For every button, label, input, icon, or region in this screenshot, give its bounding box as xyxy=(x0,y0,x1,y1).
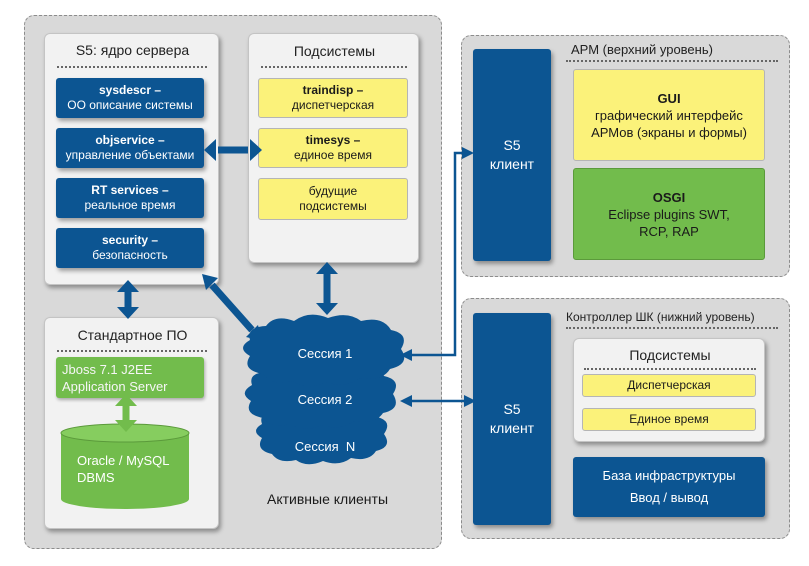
infrastructure-label: База инфраструктуры Ввод / вывод xyxy=(602,468,736,505)
module-name: RT services – xyxy=(91,183,169,197)
module-desc: ОО описание системы xyxy=(67,98,193,112)
arm-title: АРМ (верхний уровень) xyxy=(571,42,713,57)
subsystems-sessions-arrow xyxy=(316,262,338,315)
server-core-title: S5: ядро сервера xyxy=(75,42,190,58)
module-name: sysdescr – xyxy=(98,83,162,97)
controller-title: Контроллер ШК (нижний уровень) xyxy=(566,310,755,324)
core-standard-arrow xyxy=(117,280,139,319)
session-1-label: Сессия 1 xyxy=(297,346,353,361)
subsystem-name: timesys – xyxy=(305,133,361,147)
title-divider xyxy=(57,350,207,352)
session-n-label: Сессия N xyxy=(294,439,356,454)
subsystems-title: Подсистемы xyxy=(293,43,376,59)
app-server-label: Jboss 7.1 J2EE Application Server xyxy=(62,361,168,394)
subsystem-timesys: timesys – единое время xyxy=(258,128,408,168)
module-sysdescr: sysdescr – ОО описание системы xyxy=(56,78,204,118)
session2-controller-arrow xyxy=(400,395,476,407)
arm-client-label: S5 клиент xyxy=(489,137,535,172)
osgi-title: OSGI xyxy=(652,189,686,205)
arm-title-divider xyxy=(566,60,778,62)
controller-subsystem-time: Единое время xyxy=(582,408,756,431)
controller-subsystems-title: Подсистемы xyxy=(629,347,711,363)
module-security: security – безопасность xyxy=(56,228,204,268)
subsystem-traindisp: traindisp – диспетчерская xyxy=(258,78,408,118)
subsystem-desc: единое время xyxy=(294,148,372,162)
controller-client-label: S5 клиент xyxy=(489,401,535,436)
module-desc: безопасность xyxy=(92,248,168,262)
active-clients-caption: Активные клиенты xyxy=(266,491,389,507)
module-objservice: objservice – управление объектами xyxy=(56,128,204,168)
osgi-desc: Eclipse plugins SWT, RCP, RAP xyxy=(608,206,730,239)
arm-s5-client: S5 клиент xyxy=(473,49,551,261)
title-divider xyxy=(57,66,207,68)
controller-s5-client: S5 клиент xyxy=(473,313,551,525)
app-server-box: Jboss 7.1 J2EE Application Server xyxy=(56,357,204,398)
subsystem-future: будущие подсистемы xyxy=(258,178,408,220)
infrastructure-box: База инфраструктуры Ввод / вывод xyxy=(573,457,765,517)
gui-desc: графический интерфейс АРМов (экраны и фо… xyxy=(591,107,747,140)
core-subsystems-arrow xyxy=(204,139,262,161)
title-divider xyxy=(261,66,407,68)
controller-title-divider xyxy=(566,327,778,329)
osgi-box: OSGI Eclipse plugins SWT, RCP, RAP xyxy=(573,168,765,260)
standard-software-title: Стандартное ПО xyxy=(77,327,188,343)
module-desc: управление объектами xyxy=(65,148,195,162)
gui-box: GUI графический интерфейс АРМов (экраны … xyxy=(573,69,765,161)
subsystem-desc: диспетчерская xyxy=(291,98,375,112)
gui-title: GUI xyxy=(657,90,681,106)
subsystem-desc: будущие подсистемы xyxy=(299,184,367,213)
cylinder-shape xyxy=(60,423,190,509)
dbms-label: Oracle / MySQL DBMS xyxy=(77,453,169,485)
controller-subsystem-dispatch: Диспетчерская xyxy=(582,374,756,397)
subsystem-name: traindisp – xyxy=(302,83,364,97)
session-2-label: Сессия 2 xyxy=(297,392,353,407)
module-name: security – xyxy=(101,233,159,247)
appserver-dbms-arrow xyxy=(115,394,137,432)
session-1-cloud xyxy=(243,314,405,387)
dbms-cylinder: Oracle / MySQL DBMS xyxy=(59,423,191,511)
module-rt-services: RT services – реальное время xyxy=(56,178,204,218)
module-name: objservice – xyxy=(95,133,165,147)
session1-arm-arrow xyxy=(400,147,474,361)
module-desc: реальное время xyxy=(84,198,176,212)
title-divider xyxy=(584,368,756,370)
